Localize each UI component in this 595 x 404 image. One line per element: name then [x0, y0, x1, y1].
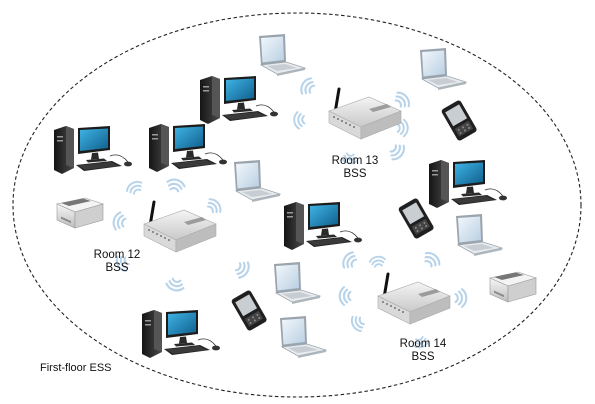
desktop-computer-2 [148, 123, 228, 173]
desktop-computer-4 [428, 159, 508, 209]
laptop-1 [258, 33, 306, 77]
printer-1 [56, 197, 104, 229]
wireless-wave-icon [164, 176, 187, 194]
wireless-wave-icon [368, 254, 387, 269]
wireless-wave-icon [386, 140, 409, 164]
laptop-4 [455, 213, 503, 257]
wireless-wave-icon [391, 88, 414, 112]
laptop-3 [233, 159, 281, 203]
bss-label-room-14: Room 14 BSS [398, 338, 448, 364]
wireless-wave-icon [164, 276, 187, 294]
access-point-room-12 [142, 200, 218, 254]
laptop-5 [273, 261, 321, 305]
pda-device-1 [440, 99, 478, 142]
bss-room-name: Room 12 [93, 249, 141, 261]
bss-label-room-12: Room 12 BSS [92, 249, 142, 275]
access-point-room-13 [327, 87, 403, 141]
ess-boundary [12, 12, 582, 398]
bss-room-name: Room 13 [331, 155, 379, 167]
wireless-wave-icon [292, 110, 306, 130]
wireless-wave-icon [339, 249, 360, 272]
desktop-computer-5 [283, 201, 363, 251]
pda-device-3 [230, 289, 268, 332]
wireless-wave-icon [203, 195, 225, 217]
bss-room-name: Room 14 [399, 338, 447, 350]
desktop-computer-1 [53, 125, 133, 175]
bss-type: BSS [343, 168, 367, 180]
wireless-wave-icon [110, 210, 128, 233]
access-point-room-14 [376, 272, 452, 326]
wireless-wave-icon [232, 258, 253, 281]
wireless-wave-icon [338, 286, 352, 306]
bss-label-room-13: Room 13 BSS [330, 155, 380, 181]
bss-type: BSS [105, 262, 129, 274]
ess-label: First-floor ESS [40, 362, 112, 374]
wireless-wave-icon [420, 248, 444, 271]
desktop-computer-6 [141, 309, 221, 359]
wireless-wave-icon [124, 178, 146, 198]
laptop-2 [419, 47, 467, 91]
wireless-wave-icon [454, 288, 468, 308]
wireless-wave-icon [297, 75, 318, 98]
bss-type: BSS [411, 351, 435, 363]
printer-2 [489, 271, 537, 303]
desktop-computer-3 [199, 75, 279, 125]
laptop-6 [279, 315, 327, 359]
wireless-wave-icon [348, 312, 368, 334]
